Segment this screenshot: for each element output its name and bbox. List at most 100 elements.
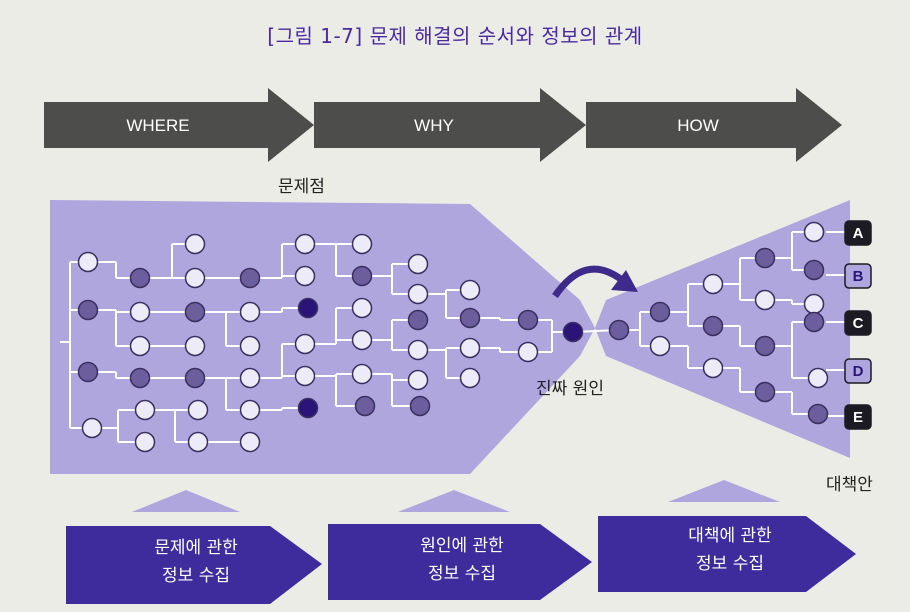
info-arrow-cause: [328, 524, 592, 600]
phase-arrow-how: [586, 88, 842, 162]
tree-node: [407, 309, 429, 331]
tree-node: [754, 381, 776, 403]
tree-node: [608, 319, 630, 341]
tree-node: [803, 259, 825, 281]
tree-node: [239, 367, 261, 389]
option-box-label: B: [853, 268, 864, 285]
tree-node: [409, 395, 431, 417]
tree-node: [407, 339, 429, 361]
tree-node: [754, 289, 776, 311]
tree-node: [517, 309, 539, 331]
tree-node: [407, 253, 429, 275]
tree-node: [294, 233, 316, 255]
info-triangle-1: [132, 490, 240, 512]
tree-node: [297, 397, 319, 419]
tree-node: [294, 365, 316, 387]
option-box-bg: [844, 263, 872, 289]
tree-node: [407, 369, 429, 391]
tree-node: [297, 297, 319, 319]
tree-node: [649, 335, 671, 357]
tree-node: [129, 267, 151, 289]
info-cause-line1: 원인에 관한: [420, 536, 504, 556]
curved-arrow: [552, 265, 638, 299]
option-box-c: C: [844, 310, 872, 336]
tree-node: [803, 293, 825, 315]
info-text-cause: 원인에 관한 정보 수집: [362, 532, 562, 588]
info-text-solution: 대책에 관한 정보 수집: [630, 522, 830, 578]
option-box-label: A: [853, 225, 864, 242]
tree-node: [184, 267, 206, 289]
tree-node: [239, 431, 261, 453]
phase-label-where: WHERE: [126, 116, 190, 135]
phase-label-why: WHY: [414, 116, 454, 135]
tree-node: [351, 329, 373, 351]
option-box-bg: [844, 310, 872, 336]
tree-node: [649, 301, 671, 323]
tree-node: [702, 315, 724, 337]
option-box-bg: [844, 358, 872, 384]
option-box-bg: [844, 404, 872, 430]
option-box-d: D: [844, 358, 872, 384]
tree-node: [77, 251, 99, 273]
tree-node: [77, 361, 99, 383]
tree-node: [187, 399, 209, 421]
tree-node: [459, 279, 481, 301]
tree-node: [702, 357, 724, 379]
tree-node: [129, 367, 151, 389]
tree-node: [294, 265, 316, 287]
option-box-b: B: [844, 263, 872, 289]
tree-node: [129, 301, 151, 323]
tree-node: [459, 307, 481, 329]
tree-node: [702, 273, 724, 295]
info-arrows: [66, 516, 856, 604]
funnel-shape: [50, 200, 850, 474]
tree-node: [803, 221, 825, 243]
tree-node: [754, 247, 776, 269]
info-solution-line1: 대책에 관한: [688, 526, 772, 546]
tree-node: [354, 395, 376, 417]
tree-node: [754, 335, 776, 357]
tree-node: [294, 333, 316, 355]
label-problem: 문제점: [278, 177, 325, 197]
tree-node: [77, 299, 99, 321]
info-solution-line2: 정보 수집: [696, 554, 764, 574]
tree-node: [807, 367, 829, 389]
tree-node: [351, 297, 373, 319]
tree-node: [184, 367, 206, 389]
tree-node: [517, 341, 539, 363]
option-box-e: E: [844, 404, 872, 430]
tree-node: [351, 265, 373, 287]
info-cause-line2: 정보 수집: [428, 564, 496, 584]
info-problem-line1: 문제에 관한: [154, 538, 238, 558]
phase-arrows: [44, 88, 842, 162]
tree-nodes: [77, 221, 829, 453]
phase-arrow-why: [314, 88, 586, 162]
tree-node: [184, 233, 206, 255]
tree-node: [803, 311, 825, 333]
info-problem-line2: 정보 수집: [162, 566, 230, 586]
tree-node: [562, 321, 584, 343]
tree-node: [239, 335, 261, 357]
info-text-problem: 문제에 관한 정보 수집: [96, 534, 296, 590]
option-box-label: E: [853, 409, 863, 426]
tree-node: [459, 367, 481, 389]
tree-node: [239, 267, 261, 289]
tree-node: [239, 399, 261, 421]
tree-node: [81, 417, 103, 439]
tree-node: [184, 335, 206, 357]
phase-arrow-where: [44, 88, 314, 162]
tree-node: [807, 403, 829, 425]
tree-node: [239, 301, 261, 323]
tree-node: [184, 301, 206, 323]
option-box-bg: [844, 220, 872, 246]
option-box-label: C: [853, 315, 864, 332]
tree-node: [134, 431, 156, 453]
info-triangle-2: [398, 490, 510, 512]
option-box-label: D: [853, 363, 864, 380]
info-triangles: [132, 480, 780, 512]
label-root-cause: 진짜 원인: [536, 379, 604, 399]
figure-title: [그림 1-7] 문제 해결의 순서와 정보의 관계: [267, 24, 643, 48]
tree-node: [134, 399, 156, 421]
tree-node: [187, 431, 209, 453]
